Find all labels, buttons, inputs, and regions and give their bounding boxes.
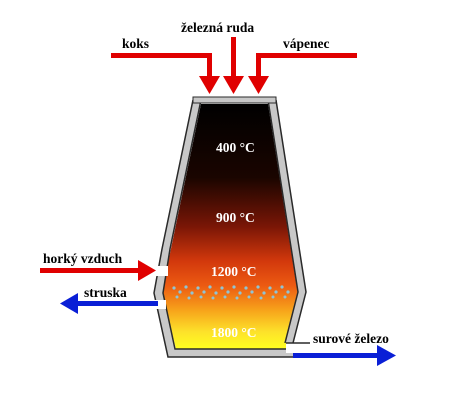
input-arrows [40,37,357,281]
limestone-label: vápenec [283,36,330,51]
iron-ore-label: železná ruda [181,20,254,35]
limestone-arrow [248,53,357,94]
coke-arrow [111,53,220,94]
furnace-wall-right [267,99,307,345]
zone-temp-1200: 1200 °C [211,264,257,279]
zone-temp-400: 400 °C [216,140,255,155]
zone-temp-900: 900 °C [216,210,255,225]
zone-temp-1800: 1800 °C [211,325,257,340]
pig-iron-label: surové železo [313,331,389,346]
furnace-interior [162,104,298,349]
coke-label: koks [122,36,149,51]
slag-label: struska [84,285,127,300]
hot-air-label: horký vzduch [43,251,123,266]
pig-iron-arrow [293,345,396,366]
slag-arrow [60,293,158,314]
slag-bubbles [172,285,290,300]
hot-air-arrow [40,260,156,281]
iron-ore-arrow [223,37,244,94]
output-arrows [60,293,396,366]
